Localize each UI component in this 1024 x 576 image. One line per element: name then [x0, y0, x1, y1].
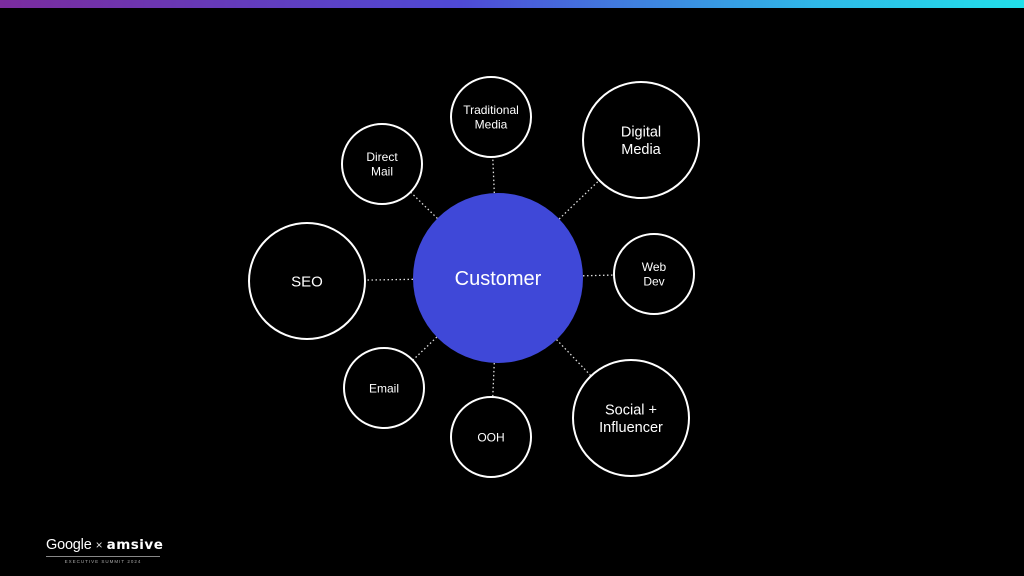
node-circle-traditional-media: [450, 76, 532, 158]
node-label-direct-mail: Direct: [366, 150, 398, 164]
connector-social-influencer: [556, 339, 592, 377]
logo-divider: [46, 556, 160, 557]
connector-traditional-media: [492, 156, 495, 194]
node-label-digital-media: Digital: [621, 124, 661, 140]
node-circle-social-influencer: [572, 359, 690, 477]
node-label-social-influencer: Social +: [605, 402, 657, 418]
node-email: Email: [343, 347, 425, 429]
node-label-seo: SEO: [291, 273, 323, 290]
node-label-web-dev: Web: [642, 260, 667, 274]
center-node: Customer: [413, 193, 583, 363]
node-label-digital-media: Media: [621, 142, 661, 158]
logo-amsive-text: amsive: [106, 537, 164, 553]
node-circle-direct-mail: [341, 123, 423, 205]
logo-subtitle: EXECUTIVE SUMMIT 2024: [64, 559, 142, 564]
node-label-email: Email: [369, 381, 399, 395]
node-label-web-dev: Dev: [643, 275, 664, 289]
connector-web-dev: [582, 274, 615, 277]
logo-times-sign: ×: [95, 538, 103, 552]
center-circle: [413, 193, 583, 363]
node-label-direct-mail: Mail: [371, 165, 393, 179]
connector-ooh: [492, 362, 495, 398]
node-circle-web-dev: [613, 233, 695, 315]
node-label-social-influencer: Influencer: [599, 420, 663, 436]
node-circle-digital-media: [582, 81, 700, 199]
connector-email: [412, 336, 438, 361]
top-gradient-bar: [0, 0, 1024, 8]
connector-lines: [364, 156, 615, 398]
node-circle-ooh: [450, 396, 532, 478]
node-label-traditional-media: Media: [475, 118, 508, 132]
logo-google-text: Google: [46, 537, 92, 553]
connector-digital-media: [558, 179, 600, 220]
node-ooh: OOH: [450, 396, 532, 478]
connector-seo: [364, 278, 414, 281]
node-label-traditional-media: Traditional: [463, 103, 519, 117]
node-circle-email: [343, 347, 425, 429]
connector-direct-mail: [410, 191, 438, 219]
node-social-influencer: Social + Influencer: [572, 359, 690, 477]
node-seo: SEO: [248, 222, 366, 340]
center-label: Customer: [455, 268, 542, 290]
footer-logo: Google × amsive EXECUTIVE SUMMIT 2024: [46, 537, 166, 567]
node-label-ooh: OOH: [477, 430, 504, 444]
node-circle-seo: [248, 222, 366, 340]
